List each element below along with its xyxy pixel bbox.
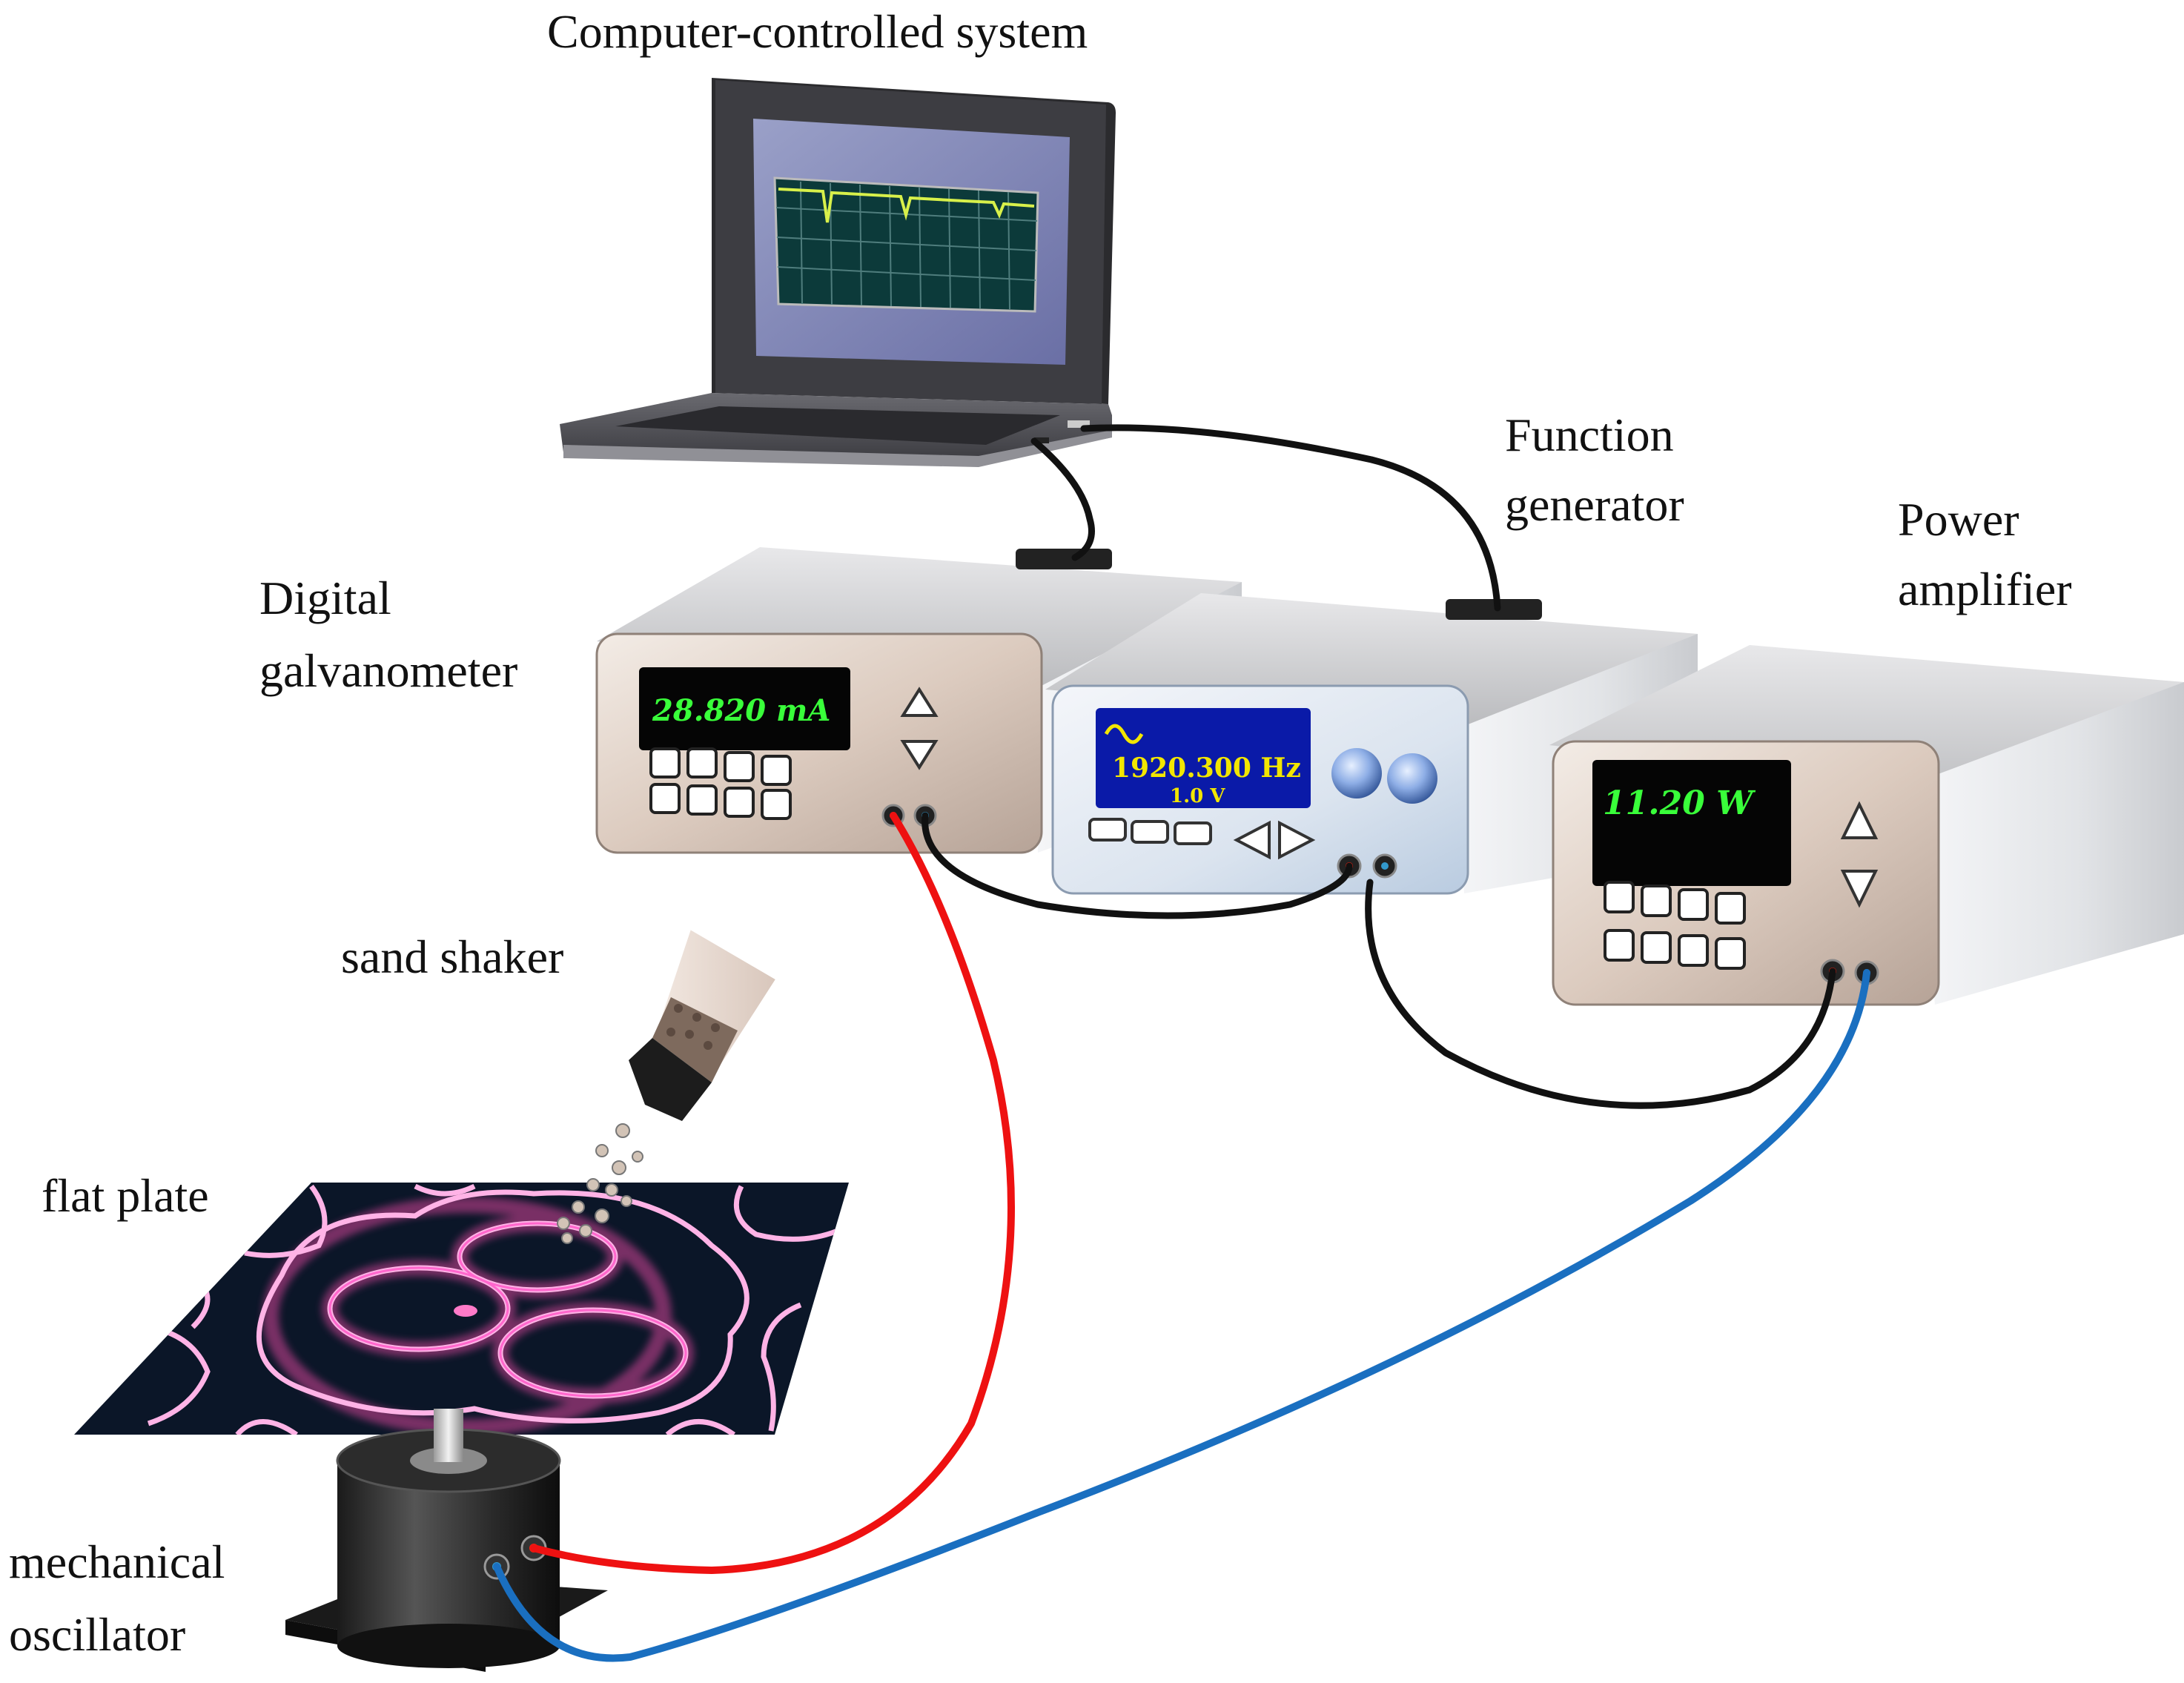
laptop-spectrum-curve: [778, 188, 1035, 223]
power-amplifier-key[interactable]: [1715, 892, 1746, 925]
label-galvanometer-line1: Digital: [259, 572, 391, 624]
power-amplifier-key[interactable]: [1604, 881, 1635, 913]
function-generator-button[interactable]: [1131, 820, 1169, 844]
up-down-arrows-icon[interactable]: [900, 687, 939, 770]
voltage-reading: 1.0 V: [1170, 785, 1225, 807]
power-amplifier-key[interactable]: [1604, 929, 1635, 962]
galvanometer-key[interactable]: [649, 783, 681, 814]
galvanometer-key[interactable]: [686, 747, 718, 778]
galvanometer-key[interactable]: [724, 787, 755, 818]
label-computer: Computer-controlled system: [547, 5, 1088, 58]
sine-wave-icon: [1104, 724, 1144, 744]
power-amplifier-key[interactable]: [1715, 937, 1746, 970]
label-sand-shaker: sand shaker: [341, 930, 563, 983]
galvanometer-key[interactable]: [761, 755, 792, 786]
function-generator-button[interactable]: [1088, 818, 1127, 842]
power-amplifier-display: [1592, 760, 1791, 886]
power-amplifier-key[interactable]: [1641, 885, 1672, 917]
label-oscillator-line2: oscillator: [9, 1608, 185, 1661]
power-amplifier-key[interactable]: [1641, 931, 1672, 964]
label-function-line2: generator: [1505, 478, 1684, 531]
function-generator-knob[interactable]: [1331, 748, 1382, 798]
label-function-line1: Function: [1505, 409, 1674, 461]
frequency-reading: 1920.300 Hz: [1112, 753, 1301, 784]
flat-plate: [74, 1183, 849, 1435]
function-generator-button[interactable]: [1174, 821, 1212, 845]
label-power-line2: amplifier: [1898, 563, 2072, 615]
up-down-arrows-icon[interactable]: [1840, 801, 1879, 908]
label-power-line1: Power: [1898, 493, 2019, 546]
power-reading: 11.20 W: [1603, 784, 1756, 822]
laptop-plot: [773, 176, 1039, 313]
power-amplifier: 11.20 W: [1549, 645, 2184, 1006]
galvanometer-key[interactable]: [761, 789, 792, 820]
laptop: [560, 78, 1116, 467]
mechanical-oscillator: [285, 1409, 608, 1672]
usb-cable-function-generator: [1080, 424, 1501, 612]
galvanometer-reading: 28.820 mA: [652, 693, 830, 728]
galvanometer-display: [639, 667, 850, 750]
power-amplifier-keypad: [1604, 881, 1746, 970]
galvanometer-key[interactable]: [724, 751, 755, 782]
left-right-arrows-icon[interactable]: [1233, 820, 1316, 860]
falling-sand: [557, 1123, 643, 1244]
function-generator: 1920.300 Hz 1.0 V: [1045, 593, 1698, 895]
galvanometer-key[interactable]: [649, 747, 681, 778]
chladni-node-line: [257, 1189, 749, 1424]
plate-center-mark: [454, 1305, 477, 1317]
function-generator-knob[interactable]: [1387, 753, 1437, 804]
function-generator-display: [1096, 708, 1311, 808]
label-flat-plate: flat plate: [42, 1169, 209, 1222]
label-oscillator-line1: mechanical: [9, 1535, 225, 1588]
signal-cable-galvo-fg: [921, 812, 1353, 919]
galvanometer-key[interactable]: [686, 784, 718, 816]
power-amplifier-key[interactable]: [1678, 888, 1709, 921]
red-wire: [530, 812, 1015, 1575]
oscillator-rod: [434, 1409, 463, 1462]
sand-shaker: [557, 923, 782, 1244]
blue-wire: [493, 969, 1870, 1662]
sand-shaker-cap: [629, 1038, 712, 1121]
usb-cable-galvanometer: [1030, 437, 1095, 561]
power-amplifier-key[interactable]: [1678, 934, 1709, 967]
galvanometer-keypad: [649, 747, 792, 820]
label-galvanometer-line2: galvanometer: [259, 644, 517, 697]
signal-cable-fg-amp: [1365, 879, 1836, 1109]
